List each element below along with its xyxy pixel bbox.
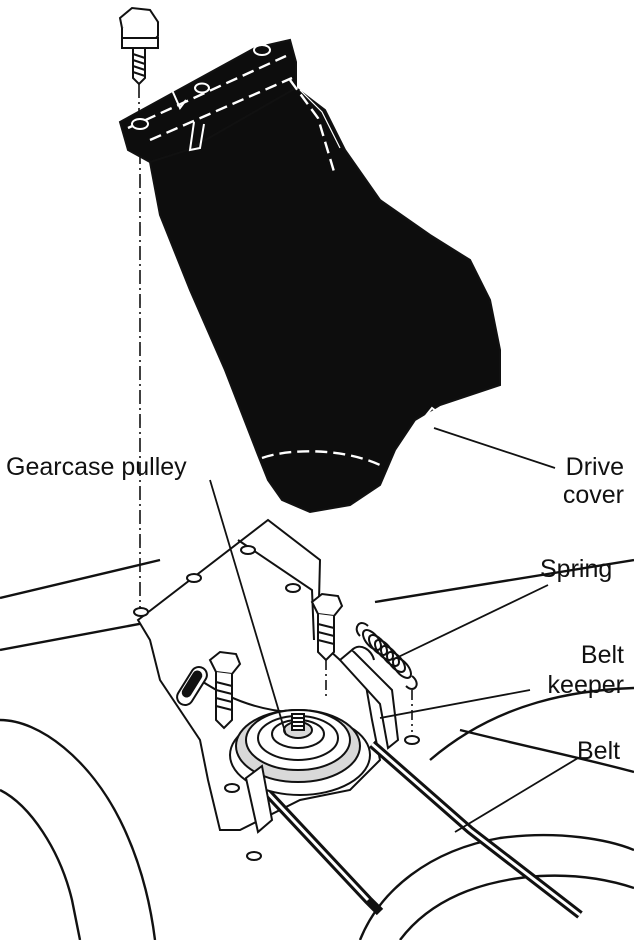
belt [261, 740, 583, 919]
alignment-lines [138, 84, 141, 612]
belt-keeper [244, 645, 400, 834]
label-drive-cover-line1: Drive [565, 453, 624, 481]
screw-right [310, 592, 344, 662]
screw-alignment-lines [325, 660, 413, 732]
spring [355, 622, 418, 690]
label-belt-keeper-line2: keeper [547, 671, 624, 699]
keeper-hole [404, 735, 420, 745]
drive-cover [118, 38, 501, 514]
label-drive-cover-line2: cover [562, 481, 624, 509]
leader-lines [209, 427, 579, 833]
hex-bolt-top [118, 6, 160, 86]
gearcase-pulley [229, 709, 371, 796]
screw-left [208, 650, 242, 730]
label-gearcase-pulley: Gearcase pulley [6, 453, 187, 481]
label-belt: Belt [577, 737, 621, 765]
label-belt-keeper-line1: Belt [580, 641, 624, 669]
label-spring: Spring [540, 555, 613, 583]
